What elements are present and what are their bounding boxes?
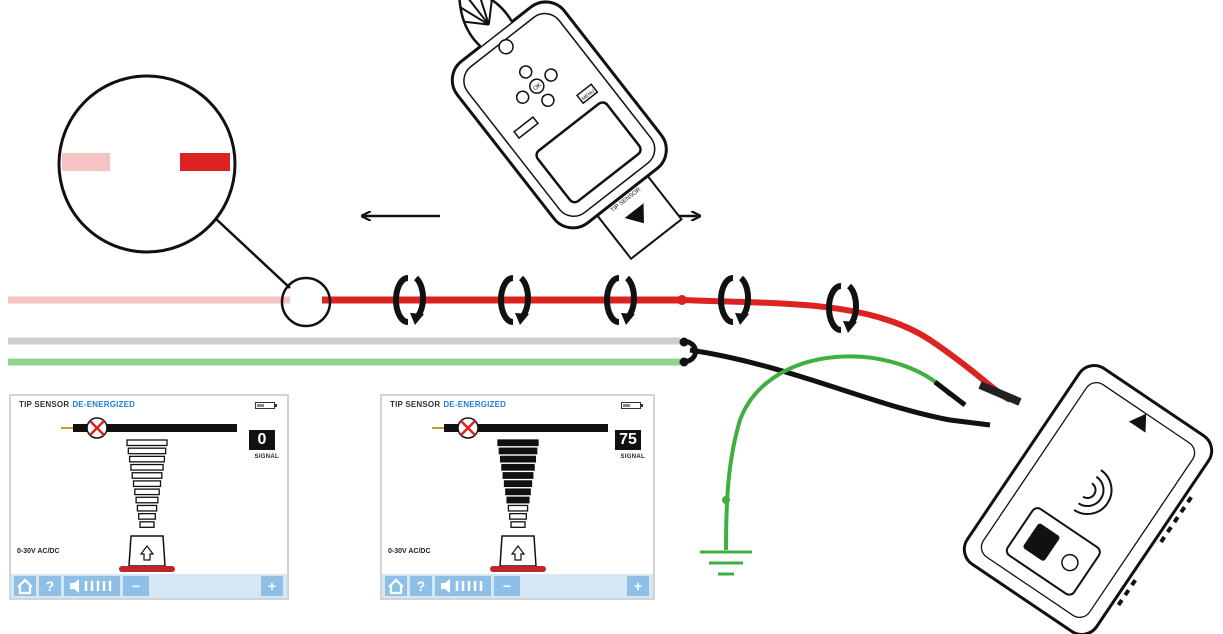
battery-icon <box>255 402 277 409</box>
signal-bar <box>128 455 166 463</box>
signal-bar <box>135 496 159 504</box>
live-splice-dot <box>677 295 687 305</box>
home-icon[interactable] <box>385 576 407 596</box>
signal-unit: SIGNAL <box>254 454 279 460</box>
signal-bar <box>136 504 158 512</box>
signal-bar <box>130 463 164 471</box>
signal-bar <box>507 504 529 512</box>
direction-arrow-icon <box>510 545 526 561</box>
magnifier-lens <box>57 74 237 254</box>
signal-bar <box>506 496 530 504</box>
magnifier-target <box>280 276 332 328</box>
plus-button[interactable]: + <box>627 576 649 596</box>
transmitter-panel <box>1005 507 1101 596</box>
signal-value: 75 <box>615 430 641 450</box>
signal-bar <box>497 439 539 447</box>
plus-button[interactable]: + <box>261 576 283 596</box>
minus-button[interactable]: − <box>123 576 149 596</box>
receiver-menu-button[interactable] <box>575 83 599 105</box>
panel-toolbar: ? − + <box>11 574 287 598</box>
signal-visual <box>61 417 237 572</box>
signal-bar <box>498 447 538 455</box>
voltage-range: 0-30V AC/DC <box>17 548 60 555</box>
ground-symbol-icon <box>700 550 752 576</box>
probe-base <box>119 566 175 572</box>
signal-bar <box>139 521 155 528</box>
neutral-splice-dot <box>679 337 689 347</box>
signal-bar <box>510 521 526 528</box>
battery-icon <box>621 402 643 409</box>
rotating-signal-icon <box>393 275 426 325</box>
warning-icon <box>1128 413 1147 433</box>
magnified-faded-wire <box>62 153 110 171</box>
ground-stake-dot <box>722 496 730 504</box>
receiver-device: TIP SENSOR OK MENU <box>450 0 683 261</box>
ground-lead-clip <box>933 380 967 407</box>
ground-splice-dot <box>679 357 689 367</box>
probe-arrow-icon <box>624 203 644 224</box>
rotating-signal-icon <box>498 275 531 325</box>
signal-bar <box>509 512 527 520</box>
probe-handle <box>499 535 537 567</box>
rotating-signal-icon <box>826 283 859 333</box>
live-lead-cable <box>978 381 1022 406</box>
transmitter-power-button[interactable] <box>1059 551 1081 573</box>
status-label: DE-ENERGIZED <box>443 400 507 409</box>
rotating-signal-icon <box>604 275 637 325</box>
panel-toolbar: ? − + <box>382 574 653 598</box>
probe-base <box>490 566 546 572</box>
status-label: DE-ENERGIZED <box>72 400 136 409</box>
receiver-dpad[interactable]: OK <box>503 52 570 119</box>
receiver-volume-bar[interactable] <box>513 115 540 140</box>
signal-bar <box>501 463 535 471</box>
voltage-range: 0-30V AC/DC <box>388 548 431 555</box>
signal-bar <box>126 439 168 447</box>
signal-bar <box>138 512 156 520</box>
signal-bar <box>499 455 537 463</box>
power-icon[interactable] <box>496 37 516 57</box>
rotating-signal-icon <box>718 275 751 325</box>
svg-text:OK: OK <box>532 82 543 92</box>
signal-value: 0 <box>249 430 275 450</box>
signal-bar <box>131 472 163 479</box>
wireless-icon <box>1073 469 1113 515</box>
signal-bar <box>134 488 160 496</box>
black-lead-cable <box>689 347 991 428</box>
signal-bar <box>502 472 534 479</box>
signal-visual <box>432 417 608 572</box>
magnifier-leader <box>214 217 291 289</box>
direction-arrow-icon <box>139 545 155 561</box>
home-icon[interactable] <box>14 576 36 596</box>
receiver-screen <box>535 101 642 204</box>
signal-bar <box>127 447 167 455</box>
live-wire-to-transmitter <box>681 297 1012 403</box>
signal-bar <box>503 480 533 488</box>
transmitter-display <box>1023 523 1060 561</box>
probe-handle <box>128 535 166 567</box>
ground-lead <box>724 354 952 551</box>
transmitter-device <box>962 364 1214 634</box>
signal-unit: SIGNAL <box>620 454 645 460</box>
signal-bar <box>132 480 162 488</box>
magnified-live-wire <box>180 153 230 171</box>
minus-button[interactable]: − <box>494 576 520 596</box>
help-button[interactable]: ? <box>410 576 432 596</box>
probe-bar <box>444 424 608 432</box>
probe-bar <box>73 424 237 432</box>
speaker-icon[interactable] <box>64 576 120 596</box>
speaker-icon[interactable] <box>435 576 491 596</box>
help-button[interactable]: ? <box>39 576 61 596</box>
signal-bar <box>505 488 531 496</box>
